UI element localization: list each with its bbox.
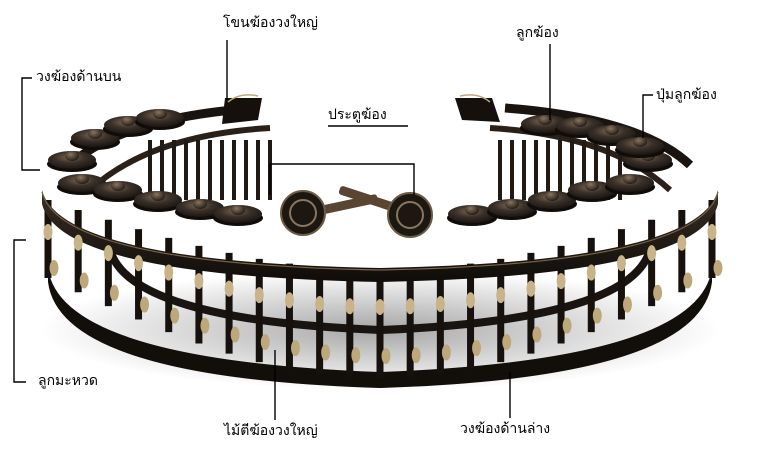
- gong-knob: [545, 191, 559, 201]
- bead: [254, 287, 264, 304]
- bead: [351, 347, 361, 364]
- bead: [230, 326, 240, 343]
- bead: [140, 296, 150, 313]
- label-upper-rim: วงฆ้องด้านบน: [36, 69, 122, 85]
- gong-knob: [538, 115, 552, 125]
- label-gong: ลูกฆ้อง: [516, 25, 559, 41]
- gong-knob: [75, 174, 89, 184]
- bead: [592, 307, 602, 324]
- bead: [134, 255, 144, 272]
- bead: [79, 272, 89, 289]
- bead: [260, 334, 270, 351]
- label-lower-rim: วงฆ้องด้านล่าง: [460, 421, 551, 437]
- label-mallets: ไม้ตีฆ้องวงใหญ่: [224, 423, 318, 439]
- gong-knob: [153, 109, 167, 119]
- bead: [375, 299, 385, 315]
- label-gong-knob: ปุ่มลูกฆ้อง: [656, 87, 717, 103]
- label-gong-frame-end: โขนฆ้องวงใหญ่: [223, 15, 318, 31]
- gong-knob: [193, 199, 207, 209]
- bead: [381, 348, 391, 364]
- bead: [224, 280, 234, 297]
- bead: [532, 326, 542, 343]
- bead: [284, 292, 294, 309]
- bead: [345, 298, 355, 315]
- bead: [502, 334, 512, 351]
- gong-knob: [633, 137, 647, 147]
- gong-knob: [121, 116, 135, 126]
- bead: [73, 234, 83, 251]
- gong-knob: [88, 129, 102, 139]
- bead: [43, 224, 53, 240]
- gong-knob: [231, 205, 245, 215]
- bead-row: [43, 224, 723, 364]
- gong-knob: [605, 125, 619, 135]
- gong-row: [47, 109, 673, 226]
- bead: [411, 347, 421, 364]
- mallets: [280, 186, 433, 238]
- gong-knob: [111, 181, 125, 191]
- gong-knob: [585, 181, 599, 191]
- bead: [707, 224, 717, 240]
- bead: [526, 280, 536, 297]
- bead: [622, 296, 632, 313]
- bead: [109, 284, 119, 301]
- bead: [164, 264, 174, 281]
- bead: [653, 284, 663, 301]
- bead: [170, 307, 180, 324]
- gong-knob: [505, 199, 519, 209]
- bead: [200, 317, 210, 334]
- bead: [103, 245, 113, 262]
- bead: [466, 292, 476, 309]
- gong-knob: [151, 191, 165, 201]
- label-door-gap: ประตูฆ้อง: [328, 107, 387, 123]
- bead: [496, 287, 506, 304]
- bead: [647, 245, 657, 262]
- bead: [49, 260, 59, 276]
- bead: [713, 260, 723, 276]
- bead: [562, 317, 572, 334]
- bead: [683, 272, 693, 289]
- bead: [677, 234, 687, 251]
- bead: [616, 255, 626, 272]
- bead: [556, 273, 566, 290]
- bead: [472, 340, 482, 357]
- bead: [405, 298, 415, 315]
- gong-knob: [623, 174, 637, 184]
- leader-lines: [13, 40, 653, 420]
- bead: [321, 344, 331, 361]
- bead: [441, 344, 451, 361]
- bead: [435, 295, 445, 312]
- upper-rim: [41, 190, 719, 282]
- bead: [586, 264, 596, 281]
- gong-knob: [465, 205, 479, 215]
- bead: [315, 295, 325, 312]
- gong-knob: [573, 117, 587, 127]
- label-beads: ลูกมะหวด: [38, 373, 98, 389]
- gong-knob: [65, 151, 79, 161]
- bead: [290, 340, 300, 357]
- bead: [194, 273, 204, 290]
